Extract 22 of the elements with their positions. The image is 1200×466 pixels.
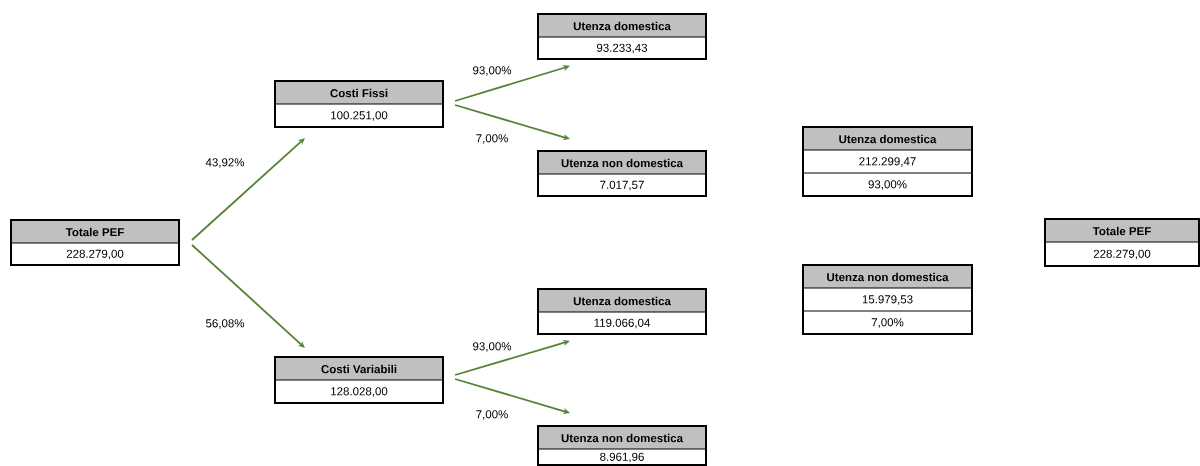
arrow [454, 65, 570, 102]
edge-label: 7,00% [476, 410, 508, 420]
table-box: Totale PEF 228.279,00 [10, 219, 180, 266]
table-box: Utenza domestica 119.066,04 [537, 288, 707, 335]
table-box: Utenza non domestica 7.017,57 [537, 150, 707, 197]
edge-label: 56,08% [205, 319, 245, 329]
edge-label: 93,00% [473, 66, 512, 76]
table-box: Utenza domestica 212.299,47 93,00% [802, 126, 973, 197]
arrow [454, 340, 570, 376]
arrow [191, 244, 305, 348]
arrow [454, 104, 570, 140]
arrow [191, 138, 305, 241]
edge-label: 93,00% [473, 342, 512, 352]
table-box: Utenza non domestica 8.961,96 [537, 425, 707, 466]
edge-label: 43,92% [205, 158, 245, 168]
table-box: Utenza domestica 93.233,43 [537, 13, 707, 60]
table-box: Costi Variabili 128.028,00 [274, 356, 444, 404]
table-box: Totale PEF 228.279,00 [1044, 218, 1200, 267]
edge-label: 7,00% [476, 134, 508, 144]
arrow [454, 378, 570, 414]
table-box: Utenza non domestica 15.979,53 7,00% [802, 264, 973, 335]
table-box: Costi Fissi 100.251,00 [274, 80, 444, 128]
